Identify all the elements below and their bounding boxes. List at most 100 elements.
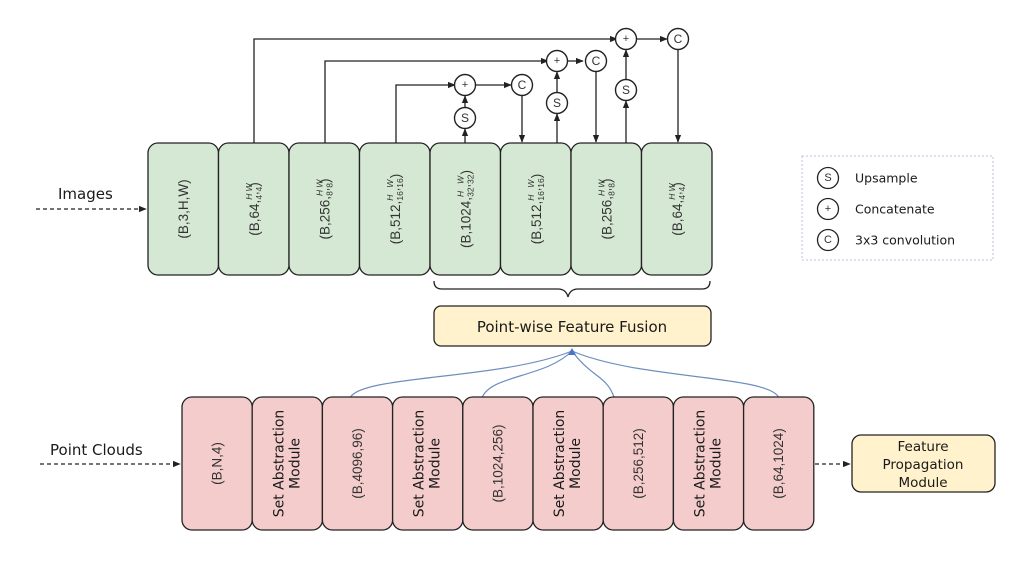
operator-nodes: S + C S + C S + C [453,27,690,130]
decoder-brace [433,280,711,298]
images-input-label: Images [58,185,113,203]
point-tensor-block: (B,1024,256) [462,396,534,531]
convolution-legend-icon [816,228,840,252]
image-block-shape: (B,64,H4,W4) [244,182,264,236]
legend-item-convolution: C 3x3 convolution [816,228,955,252]
concatenate-symbol: + [554,55,560,67]
module-label: Set Abstraction [552,410,568,518]
legend-symbol: + [825,203,831,215]
fusion-connectors [349,348,780,399]
propagation-line-3: Module [898,475,947,491]
module-label: Set Abstraction [271,410,287,518]
connector-b1024 [481,350,573,399]
image-block-shape: (B,512,H16,W16) [526,174,546,244]
image-block: (B,64,H4,W4) [640,142,713,276]
convolution-node: C [584,49,608,73]
propagation-line-1: Feature [897,439,948,455]
point-clouds-input-label: Point Clouds [50,441,143,459]
concatenate-node: + [545,49,569,73]
image-branch: (B,3,H,W) (B,64,H4,W4) (B,256,H8,W8) (B,512… [147,142,713,276]
legend-label: 3x3 convolution [855,233,955,248]
tensor-shape-label: (B,4096,96) [350,428,365,499]
module-label: Module [568,438,584,489]
legend-symbol: S [824,172,831,184]
tensor-shape-label: (B,256,512) [631,428,646,499]
concatenate-node: + [453,73,477,97]
fusion-label: Point-wise Feature Fusion [477,318,667,336]
upsample-legend-icon [816,166,840,190]
image-block-shape: (B,3,H,W) [176,179,191,238]
image-block: (B,256,H8,W8) [288,142,361,276]
legend-item-upsample: S Upsample [816,166,918,190]
convolution-symbol: C [592,54,601,68]
concatenate-node: + [614,27,638,51]
convolution-node: C [510,73,534,97]
point-tensor-block: (B,64,1024) [742,396,815,531]
module-label: Module [287,438,303,489]
image-block: (B,256,H8,W8) [570,142,643,276]
upsample-node: S [614,78,638,102]
connector-b256 [571,350,615,398]
tensor-shape-label: (B,N,4) [210,442,225,485]
point-wise-feature-fusion-box [433,305,712,347]
propagation-line-2: Propagation [883,457,964,473]
tensor-shape-label: (B,1024,256) [490,424,505,502]
upsample-icon [453,106,477,130]
legend-symbol: C [824,234,832,246]
concatenate-legend-icon [816,197,840,221]
point-tensor-block: (B,256,512) [602,396,675,531]
decoder-connections [253,35,682,143]
upsample-node: S [453,106,477,130]
image-block-shape: (B,512,H16,W16) [385,174,405,244]
convolution-symbol: C [518,78,527,92]
legend-label: Upsample [855,171,918,186]
tensor-shape-label: (B,64,1024) [771,428,786,499]
upsample-icon [545,91,569,115]
connector-b4096 [349,350,573,399]
connector-b64 [571,350,780,399]
convolution-icon [584,49,608,73]
concatenate-icon [453,73,477,97]
convolution-icon [666,27,690,51]
concatenate-symbol: + [623,33,629,45]
image-block: (B,512,H16,W16) [358,142,431,276]
point-tensor-block: (B,4096,96) [321,396,394,531]
module-label: Set Abstraction [693,410,709,518]
image-block-rect [640,142,713,276]
image-block-shape: (B,64,H4,W4) [667,182,687,236]
image-block: (B,1024,H32,W32) [429,142,502,276]
upsample-symbol: S [622,83,630,97]
image-block-shape: (B,1024,H32,W32) [455,170,475,248]
upsample-symbol: S [461,111,469,125]
legend-item-concatenate: + Concatenate [816,197,935,221]
convolution-node: C [666,27,690,51]
point-block-rect [742,396,815,531]
module-label: Module [709,438,725,489]
convolution-symbol: C [674,32,683,46]
concatenate-icon [614,27,638,51]
convolution-icon [510,73,534,97]
upsample-icon [614,78,638,102]
module-label: Module [428,438,444,489]
image-block-shape: (B,256,H8,W8) [596,178,616,239]
feature-propagation-module-box [851,434,996,493]
point-tensor-block: (B,N,4) [181,396,253,531]
image-block: (B,3,H,W) [147,142,220,276]
module-label: Set Abstraction [412,410,428,518]
fusion-arrowhead [568,348,576,355]
image-block-shape: (B,256,H8,W8) [314,178,334,239]
legend-box [801,155,994,261]
skip-connection-3 [395,81,456,143]
image-block: (B,64,H4,W4) [217,142,290,276]
upsample-node: S [545,91,569,115]
legend-label: Concatenate [855,202,935,217]
image-block: (B,512,H16,W16) [499,142,572,276]
concatenate-icon [545,49,569,73]
